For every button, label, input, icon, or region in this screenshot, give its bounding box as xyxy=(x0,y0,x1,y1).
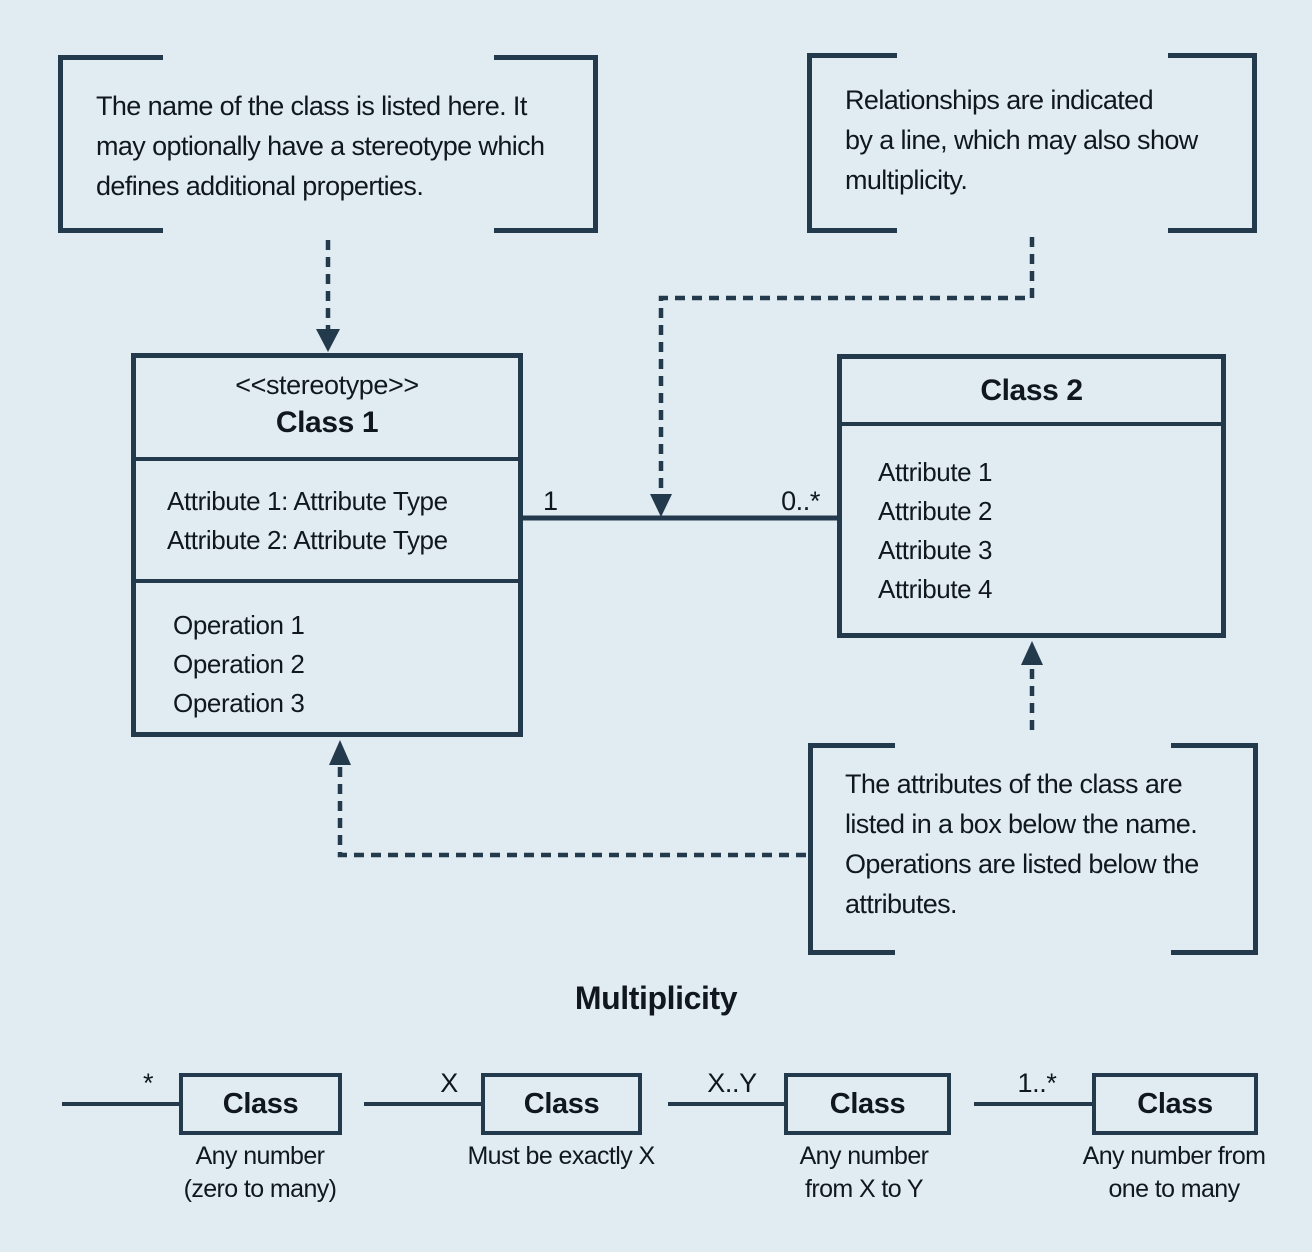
relationships-note: Relationships are indicated by a line, w… xyxy=(845,80,1198,200)
relationship-note-arrowhead xyxy=(650,494,672,517)
note-line: listed in a box below the name. xyxy=(845,809,1198,839)
multiplicity-class-box-4: Class xyxy=(1092,1073,1258,1135)
class1-attribute: Attribute 1: Attribute Type xyxy=(167,486,448,516)
note-line: The attributes of the class are xyxy=(845,769,1183,799)
class-label: Class xyxy=(523,1087,600,1120)
note-line: attributes. xyxy=(845,889,958,919)
class2-attributes-section: Attribute 1 Attribute 2 Attribute 3 Attr… xyxy=(842,422,1221,633)
class2-attribute: Attribute 2 xyxy=(878,496,993,526)
class1-stereotype: <<stereotype>> xyxy=(235,370,419,400)
caption-line: from X to Y xyxy=(805,1175,924,1203)
caption-line: Any number xyxy=(195,1142,325,1170)
note-line: Operations are listed below the xyxy=(845,849,1199,879)
caption-line: (zero to many) xyxy=(183,1175,337,1203)
class2-attribute: Attribute 4 xyxy=(878,574,993,604)
note-line: by a line, which may also show xyxy=(845,125,1198,155)
multiplicity-label-range: X..Y xyxy=(707,1068,757,1098)
association-multiplicity-left: 1 xyxy=(543,486,558,516)
class2-box: Class 2 Attribute 1 Attribute 2 Attribut… xyxy=(837,354,1226,638)
class1-note-arrowhead xyxy=(329,740,351,765)
class2-attribute: Attribute 1 xyxy=(878,457,993,487)
caption-line: Any number from xyxy=(1082,1142,1266,1170)
attributes-note: The attributes of the class are listed i… xyxy=(845,764,1199,924)
class2-name: Class 2 xyxy=(980,373,1083,407)
multiplicity-label-exact: X xyxy=(440,1068,458,1098)
class2-attribute: Attribute 3 xyxy=(878,535,993,565)
class1-attribute: Attribute 2: Attribute Type xyxy=(167,525,448,555)
note-line: The name of the class is listed here. It xyxy=(96,91,527,121)
class-name-note-bracket-right xyxy=(494,55,598,233)
relationships-note-bracket-right xyxy=(1168,53,1257,233)
class-name-note-bracket-left xyxy=(58,55,163,233)
multiplicity-class-box-2: Class xyxy=(481,1073,642,1135)
class1-operations-section: Operation 1 Operation 2 Operation 3 xyxy=(136,579,518,732)
multiplicity-caption-2: Must be exactly X xyxy=(431,1140,691,1173)
class-name-note: The name of the class is listed here. It… xyxy=(96,86,545,206)
attributes-note-bracket-right xyxy=(1171,743,1258,955)
multiplicity-class-box-1: Class xyxy=(179,1073,342,1135)
note-line: multiplicity. xyxy=(845,165,968,195)
stereotype-note-arrowhead xyxy=(316,329,340,352)
caption-line: Must be exactly X xyxy=(467,1142,655,1170)
class1-operation: Operation 3 xyxy=(173,688,305,718)
multiplicity-caption-4: Any number from one to many xyxy=(1044,1140,1304,1206)
attributes-note-bracket-left xyxy=(808,743,895,955)
class-label: Class xyxy=(222,1087,299,1120)
relationships-note-bracket-left xyxy=(807,53,897,233)
note-line: Relationships are indicated xyxy=(845,85,1154,115)
multiplicity-class-box-3: Class xyxy=(784,1073,951,1135)
class1-note-dashed-line xyxy=(337,766,806,858)
class2-note-arrowhead xyxy=(1021,641,1043,665)
multiplicity-label-any: * xyxy=(142,1068,154,1098)
class1-operation: Operation 2 xyxy=(173,649,305,679)
multiplicity-title: Multiplicity xyxy=(574,980,738,1016)
class1-name: Class 1 xyxy=(275,406,379,439)
multiplicity-caption-3: Any number from X to Y xyxy=(734,1140,994,1206)
multiplicity-label-one-to-many: 1..* xyxy=(1017,1068,1057,1098)
class1-box: <<stereotype>> Class 1 Attribute 1: Attr… xyxy=(131,353,523,737)
caption-line: one to many xyxy=(1108,1175,1241,1203)
class1-attributes-section: Attribute 1: Attribute Type Attribute 2:… xyxy=(136,457,518,579)
note-line: defines additional properties. xyxy=(96,171,424,201)
class2-header: Class 2 xyxy=(842,359,1221,422)
class-label: Class xyxy=(1137,1087,1213,1120)
class-label: Class xyxy=(829,1087,906,1120)
association-multiplicity-right: 0..* xyxy=(781,486,820,516)
multiplicity-caption-1: Any number (zero to many) xyxy=(130,1140,390,1206)
caption-line: Any number xyxy=(799,1142,929,1170)
class1-operation: Operation 1 xyxy=(173,610,305,640)
class1-header: <<stereotype>> Class 1 xyxy=(136,358,518,457)
note-line: may optionally have a stereotype which xyxy=(96,131,545,161)
